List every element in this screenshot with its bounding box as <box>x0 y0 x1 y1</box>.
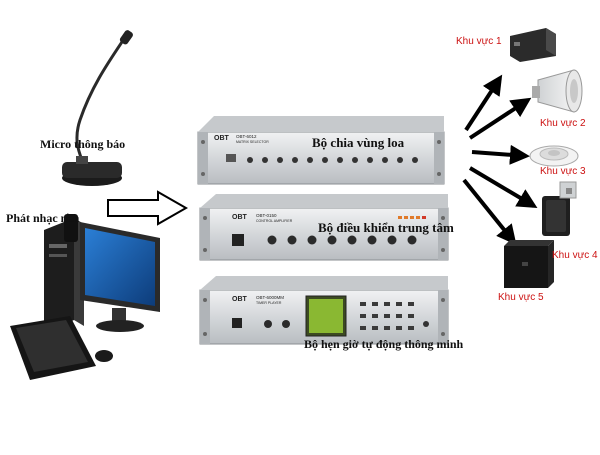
amp-brand: OBT <box>232 214 248 221</box>
speaker-zone-4-icon <box>542 181 577 236</box>
timer-sub: TIMER PLAYER <box>256 301 282 305</box>
timer-label: Bộ hẹn giờ tự động thông minh <box>304 337 464 351</box>
amplifier-label: Bộ điều khiển trung tâm <box>318 220 454 235</box>
arrow-zone-3 <box>471 144 530 165</box>
selector-sub: MATRIX SELECTOR <box>236 140 269 144</box>
output-arrows <box>462 74 538 246</box>
timer-buttons <box>360 302 414 330</box>
speaker-zone-3-icon <box>529 145 579 167</box>
timer-model: OBT-6000MM <box>256 295 284 300</box>
zone-selector-device: OBT OBT-6012 MATRIX SELECTOR <box>197 116 445 185</box>
input-arrow <box>107 190 189 226</box>
amplifier-device: OBT OBT-0150 CONTROL AMPLIFIER <box>199 194 449 261</box>
selector-brand: OBT <box>214 135 230 142</box>
microphone-icon <box>62 30 133 186</box>
timer-device: OBT OBT-6000MM TIMER PLAYER <box>199 276 449 345</box>
zone-label-2: Khu vực 2 <box>540 118 586 129</box>
computer-icon <box>10 214 160 380</box>
timer-brand: OBT <box>232 296 248 303</box>
zone-label-5: Khu vực 5 <box>498 292 544 303</box>
selector-knobs <box>247 157 418 163</box>
speaker-zone-1-icon <box>510 28 556 62</box>
music-source-label: Phát nhạc nền <box>6 211 80 225</box>
microphone-label: Micro thông báo <box>40 137 125 151</box>
zone-selector-label: Bộ chia vùng loa <box>312 135 405 150</box>
zone-label-3: Khu vực 3 <box>540 166 586 177</box>
zone-label-1: Khu vực 1 <box>456 36 502 47</box>
speaker-zone-2-icon <box>532 69 583 113</box>
amp-knobs <box>267 235 417 245</box>
speaker-zone-5-icon <box>504 240 554 288</box>
arrow-zone-1 <box>464 74 503 132</box>
amp-model: OBT-0150 <box>256 213 277 218</box>
arrow-zone-5 <box>462 178 517 246</box>
arrow-zone-2 <box>468 97 532 140</box>
amp-level-leds <box>398 216 426 219</box>
selector-model: OBT-6012 <box>236 134 257 139</box>
arrow-zone-4 <box>468 166 538 209</box>
zone-label-4: Khu vực 4 <box>552 250 598 261</box>
amp-sub: CONTROL AMPLIFIER <box>256 219 293 223</box>
